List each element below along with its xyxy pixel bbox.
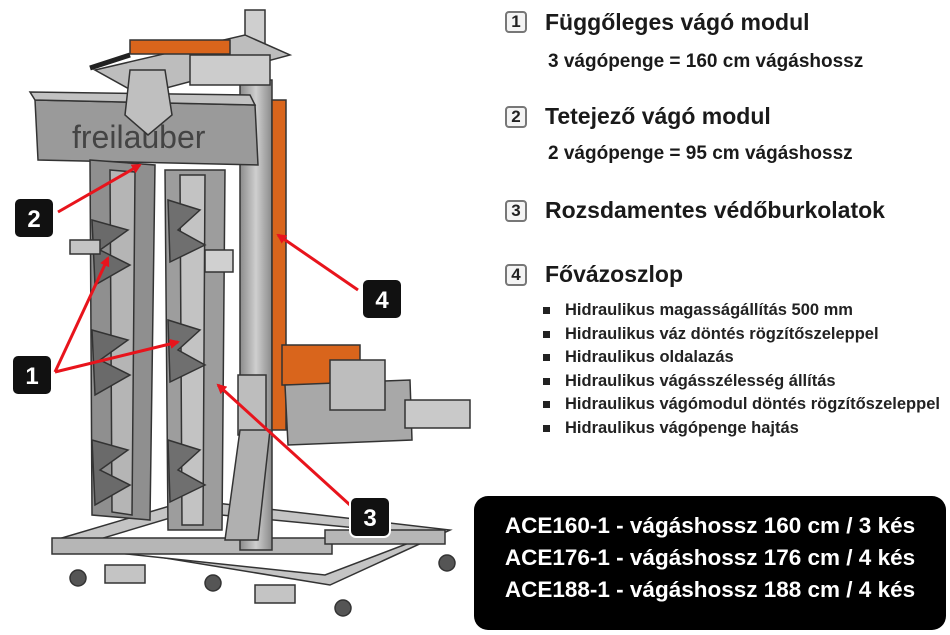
main-column [224, 9, 287, 551]
model-line: ACE188-1 - vágáshossz 188 cm / 4 kés [504, 577, 916, 602]
arrow-3 [216, 383, 352, 507]
model-list-box: ACE160-1 - vágáshossz 160 cm / 3 kés ACE… [474, 496, 946, 630]
list-item: Hidraulikus váz döntés rögzítőszeleppel [543, 324, 943, 345]
list-item: Hidraulikus magasságállítás 500 mm [543, 300, 943, 321]
model-line: ACE176-1 - vágáshossz 176 cm / 4 kés [504, 545, 916, 570]
svg-text:4: 4 [375, 287, 389, 314]
list-item: Hidraulikus vágásszélesség állítás [543, 371, 943, 392]
arrow-1b [54, 339, 180, 374]
callout-label-3: 3 [349, 496, 391, 538]
vertical-cutter-left [69, 159, 156, 521]
side-shift-assembly [281, 344, 471, 446]
callout-label-1: 1 [11, 354, 53, 396]
section-4-number: 4 [505, 264, 527, 286]
feature-list: Hidraulikus magasságállítás 500 mm Hidra… [543, 300, 943, 441]
arrow-1a [53, 256, 110, 373]
model-line: ACE160-1 - vágáshossz 160 cm / 3 kés [504, 513, 916, 538]
machine-illustration: freilaüber 2 1 [11, 9, 471, 617]
section-1-title: Függőleges vágó modul [545, 9, 810, 35]
svg-text:1: 1 [25, 363, 38, 390]
list-item: Hidraulikus vágópenge hajtás [543, 418, 943, 439]
vertical-cutter-right [164, 169, 234, 531]
list-item: Hidraulikus vágómodul döntés rögzítőszel… [543, 394, 943, 415]
section-2-number: 2 [505, 106, 527, 128]
svg-text:2: 2 [27, 206, 40, 233]
arrow-2 [57, 163, 142, 214]
callout-arrows [53, 163, 359, 507]
callout-label-2: 2 [13, 197, 55, 239]
section-4-title: Fővázoszlop [545, 261, 684, 287]
section-3-title: Rozsdamentes védőburkolatok [545, 197, 885, 223]
callout-label-4: 4 [361, 278, 403, 320]
svg-text:3: 3 [363, 505, 376, 532]
section-2-subtitle: 2 vágópenge = 95 cm vágáshossz [548, 143, 853, 164]
arrow-4 [276, 233, 359, 292]
section-2-title: Tetejező vágó modul [545, 103, 771, 129]
section-1-number: 1 [505, 11, 527, 33]
list-item: Hidraulikus oldalazás [543, 347, 943, 368]
section-1-subtitle: 3 vágópenge = 160 cm vágáshossz [548, 51, 864, 72]
section-3-number: 3 [505, 200, 527, 222]
top-cutter-module: freilaüber [28, 69, 259, 166]
